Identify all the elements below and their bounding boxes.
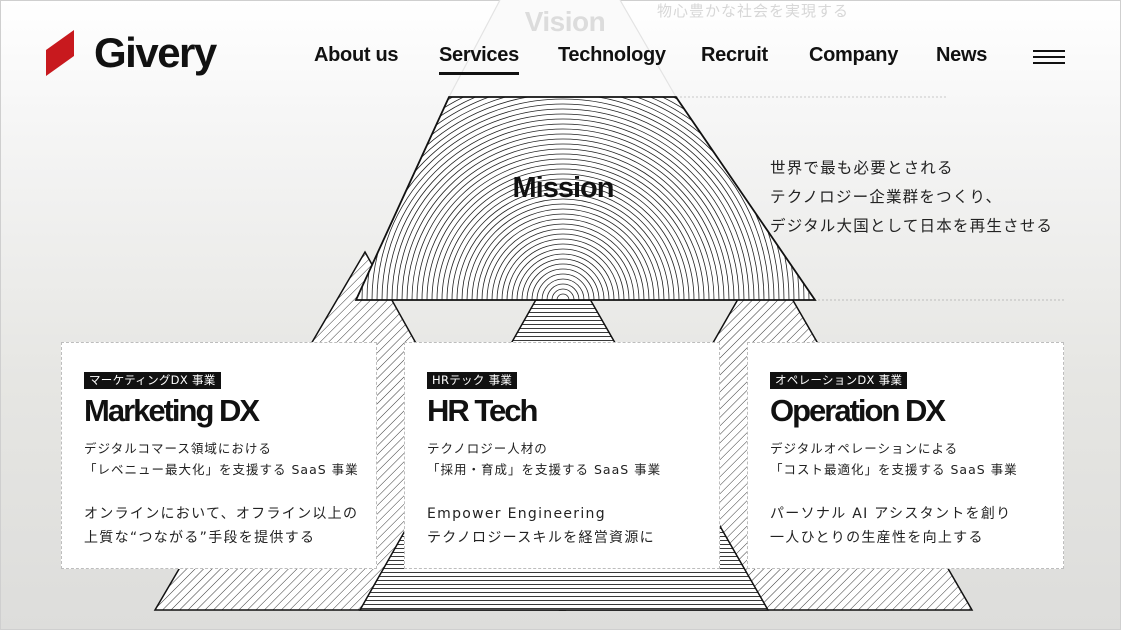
- card-subtext-line: Empower Engineering: [427, 506, 606, 522]
- main-nav: About us Services Technology Recruit Com…: [0, 44, 1121, 75]
- card-description-line: デジタルオペレーションによる: [770, 441, 959, 456]
- vision-copy: 物心豊かな社会を実現する: [657, 2, 850, 20]
- mission-title: Mission: [512, 172, 615, 204]
- card-subtext: Empower Engineering テクノロジースキルを経営資源に: [427, 502, 709, 550]
- card-title: Operation DX: [770, 393, 946, 428]
- card-subtext-line: 一人ひとりの生産性を向上する: [770, 530, 984, 546]
- card-description-line: デジタルコマース領域における: [84, 441, 272, 456]
- brand-name: Givery: [94, 29, 217, 76]
- card-subtext-line: オンラインにおいて、オフライン以上の: [84, 506, 359, 522]
- card-description-line: 「レベニュー最大化」を支援する SaaS 事業: [84, 462, 359, 477]
- nav-about-us[interactable]: About us: [314, 44, 399, 66]
- card-subtext: オンラインにおいて、オフライン以上の 上質な“つながる”手段を提供する: [84, 502, 366, 550]
- service-card-marketing-dx[interactable]: マーケティングDX 事業 Marketing DX デジタルコマース領域における…: [61, 342, 377, 569]
- service-card-operation-dx[interactable]: オペレーションDX 事業 Operation DX デジタルオペレーションによる…: [747, 342, 1064, 569]
- givery-logo[interactable]: Givery: [46, 29, 217, 76]
- logo-mark-icon: [46, 30, 74, 76]
- mission-copy: 世界で最も必要とされる テクノロジー企業群をつくり、 デジタル大国として日本を再…: [770, 154, 1080, 241]
- card-description: デジタルコマース領域における 「レベニュー最大化」を支援する SaaS 事業: [84, 438, 366, 480]
- nav-services[interactable]: Services: [439, 44, 519, 75]
- card-badge: オペレーションDX 事業: [770, 372, 908, 389]
- card-subtext: パーソナル AI アシスタントを創り 一人ひとりの生産性を向上する: [770, 502, 1053, 550]
- nav-news[interactable]: News: [936, 44, 988, 66]
- card-title: Marketing DX: [84, 393, 260, 428]
- mission-copy-line: テクノロジー企業群をつくり、: [770, 188, 1003, 206]
- nav-recruit[interactable]: Recruit: [701, 44, 768, 66]
- card-description-line: 「採用・育成」を支援する SaaS 事業: [427, 462, 662, 477]
- mission-copy-line: 世界で最も必要とされる: [770, 159, 954, 177]
- card-title: HR Tech: [427, 393, 538, 428]
- card-subtext-line: テクノロジースキルを経営資源に: [427, 530, 655, 546]
- card-badge: HRテック 事業: [427, 372, 518, 389]
- mission-copy-line: デジタル大国として日本を再生させる: [770, 217, 1054, 235]
- card-description: デジタルオペレーションによる 「コスト最適化」を支援する SaaS 事業: [770, 438, 1053, 480]
- card-description-line: 「コスト最適化」を支援する SaaS 事業: [770, 462, 1018, 477]
- card-description-line: テクノロジー人材の: [427, 441, 548, 456]
- vision-title: Vision: [524, 6, 606, 37]
- card-subtext-line: パーソナル AI アシスタントを創り: [770, 506, 1012, 522]
- card-badge: マーケティングDX 事業: [84, 372, 221, 389]
- nav-company[interactable]: Company: [809, 44, 899, 66]
- card-description: テクノロジー人材の 「採用・育成」を支援する SaaS 事業: [427, 438, 709, 480]
- hamburger-menu-icon[interactable]: [1033, 50, 1065, 66]
- card-subtext-line: 上質な“つながる”手段を提供する: [84, 530, 316, 546]
- nav-technology[interactable]: Technology: [558, 44, 666, 66]
- service-card-hr-tech[interactable]: HRテック 事業 HR Tech テクノロジー人材の 「採用・育成」を支援する …: [404, 342, 720, 569]
